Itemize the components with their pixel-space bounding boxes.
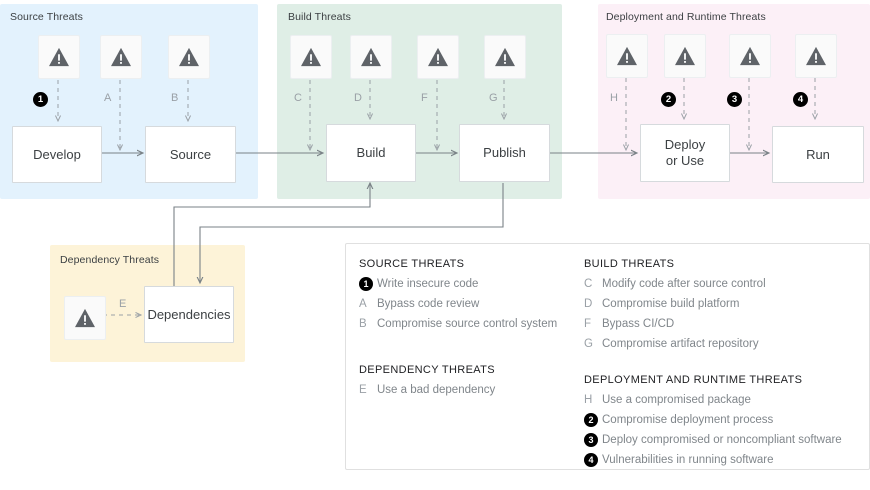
legend-badge: 3 xyxy=(584,433,598,447)
legend-text: Compromise source control system xyxy=(377,318,558,330)
node-source[interactable]: Source xyxy=(145,126,236,183)
node-publish[interactable]: Publish xyxy=(459,124,550,182)
legend-key: 1 xyxy=(359,277,377,291)
warning-triangle-icon xyxy=(484,35,526,79)
warning-triangle-icon xyxy=(664,34,706,78)
legend-block-dependency-threats: DEPENDENCY THREATS E Use a bad dependenc… xyxy=(359,364,587,398)
legend-text: Use a bad dependency xyxy=(377,384,496,396)
legend-row: 3 Deploy compromised or noncompliant sof… xyxy=(584,433,862,448)
legend-text: Modify code after source control xyxy=(602,278,766,290)
marker-badge-4: 4 xyxy=(793,92,808,107)
node-dependencies[interactable]: Dependencies xyxy=(144,286,234,343)
node-build[interactable]: Build xyxy=(326,124,416,182)
marker-letter-d: D xyxy=(354,92,362,104)
marker-letter-a: A xyxy=(104,92,112,104)
legend-row: H Use a compromised package xyxy=(584,393,862,408)
legend-row: B Compromise source control system xyxy=(359,317,587,332)
legend-column-left: SOURCE THREATS 1 Write insecure code A B… xyxy=(359,258,587,420)
legend-row: G Compromise artifact repository xyxy=(584,337,862,352)
legend-row: A Bypass code review xyxy=(359,297,587,312)
warning-triangle-icon xyxy=(606,34,648,78)
legend-key: C xyxy=(584,278,593,290)
warning-triangle-icon xyxy=(417,35,459,79)
legend-key: G xyxy=(584,338,593,350)
node-run[interactable]: Run xyxy=(772,126,864,183)
marker-badge-3: 3 xyxy=(727,92,742,107)
node-deploy-line-2: or Use xyxy=(665,153,705,168)
node-develop[interactable]: Develop xyxy=(12,126,102,183)
marker-letter-b: B xyxy=(171,92,179,104)
legend-badge: 1 xyxy=(359,277,373,291)
legend-key: 2 xyxy=(584,413,602,427)
legend-block-build-threats: BUILD THREATS C Modify code after source… xyxy=(584,258,862,352)
legend-key: 4 xyxy=(584,453,602,467)
marker-letter-c: C xyxy=(294,92,302,104)
legend-text: Compromise build platform xyxy=(602,298,740,310)
legend-text: Deploy compromised or noncompliant softw… xyxy=(602,434,842,446)
marker-letter-h: H xyxy=(610,92,618,104)
legend-row: D Compromise build platform xyxy=(584,297,862,312)
legend-text: Write insecure code xyxy=(377,278,479,290)
legend-title-dependency-threats: DEPENDENCY THREATS xyxy=(359,364,495,376)
zone-dependency-threats-label: Dependency Threats xyxy=(60,254,160,266)
legend-badge: 2 xyxy=(584,413,598,427)
marker-letter-f: F xyxy=(421,92,428,104)
warning-triangle-icon xyxy=(168,35,210,79)
legend-panel: SOURCE THREATS 1 Write insecure code A B… xyxy=(345,243,870,470)
legend-block-deployment-threats: DEPLOYMENT AND RUNTIME THREATS H Use a c… xyxy=(584,374,862,468)
legend-key: H xyxy=(584,394,593,406)
legend-row: 4 Vulnerabilities in running software xyxy=(584,453,862,468)
legend-block-source-threats: SOURCE THREATS 1 Write insecure code A B… xyxy=(359,258,587,332)
marker-letter-e: E xyxy=(119,298,127,310)
legend-key: F xyxy=(584,318,592,330)
legend-key: D xyxy=(584,298,593,310)
node-deploy-or-use[interactable]: Deploy or Use xyxy=(640,124,730,182)
marker-badge-1: 1 xyxy=(33,92,48,107)
legend-text: Bypass CI/CD xyxy=(602,318,675,330)
legend-row: 1 Write insecure code xyxy=(359,277,587,292)
warning-triangle-icon xyxy=(290,35,332,79)
legend-title-deployment-threats: DEPLOYMENT AND RUNTIME THREATS xyxy=(584,374,803,386)
zone-source-threats-label: Source Threats xyxy=(10,11,83,23)
legend-row: 2 Compromise deployment process xyxy=(584,413,862,428)
legend-key: A xyxy=(359,298,367,310)
legend-row: F Bypass CI/CD xyxy=(584,317,862,332)
legend-badge: 4 xyxy=(584,453,598,467)
legend-text: Vulnerabilities in running software xyxy=(602,454,774,466)
node-deploy-line-1: Deploy xyxy=(664,137,706,152)
warning-triangle-icon xyxy=(100,35,142,79)
marker-letter-g: G xyxy=(489,92,498,104)
legend-text: Use a compromised package xyxy=(602,394,751,406)
legend-text: Bypass code review xyxy=(377,298,480,310)
legend-title-build-threats: BUILD THREATS xyxy=(584,258,675,270)
legend-text: Compromise artifact repository xyxy=(602,338,759,350)
legend-key: 3 xyxy=(584,433,602,447)
warning-triangle-icon xyxy=(795,34,837,78)
zone-deployment-runtime-threats-label: Deployment and Runtime Threats xyxy=(606,11,766,23)
legend-column-right: BUILD THREATS C Modify code after source… xyxy=(584,258,862,490)
zone-build-threats-label: Build Threats xyxy=(288,11,351,23)
warning-triangle-icon xyxy=(350,35,392,79)
legend-row: E Use a bad dependency xyxy=(359,383,587,398)
marker-badge-2: 2 xyxy=(661,92,676,107)
legend-row: C Modify code after source control xyxy=(584,277,862,292)
legend-text: Compromise deployment process xyxy=(602,414,774,426)
legend-key: B xyxy=(359,318,367,330)
warning-triangle-icon xyxy=(729,34,771,78)
legend-title-source-threats: SOURCE THREATS xyxy=(359,258,465,270)
warning-triangle-icon xyxy=(38,35,80,79)
warning-triangle-icon xyxy=(64,296,106,340)
legend-key: E xyxy=(359,384,367,396)
